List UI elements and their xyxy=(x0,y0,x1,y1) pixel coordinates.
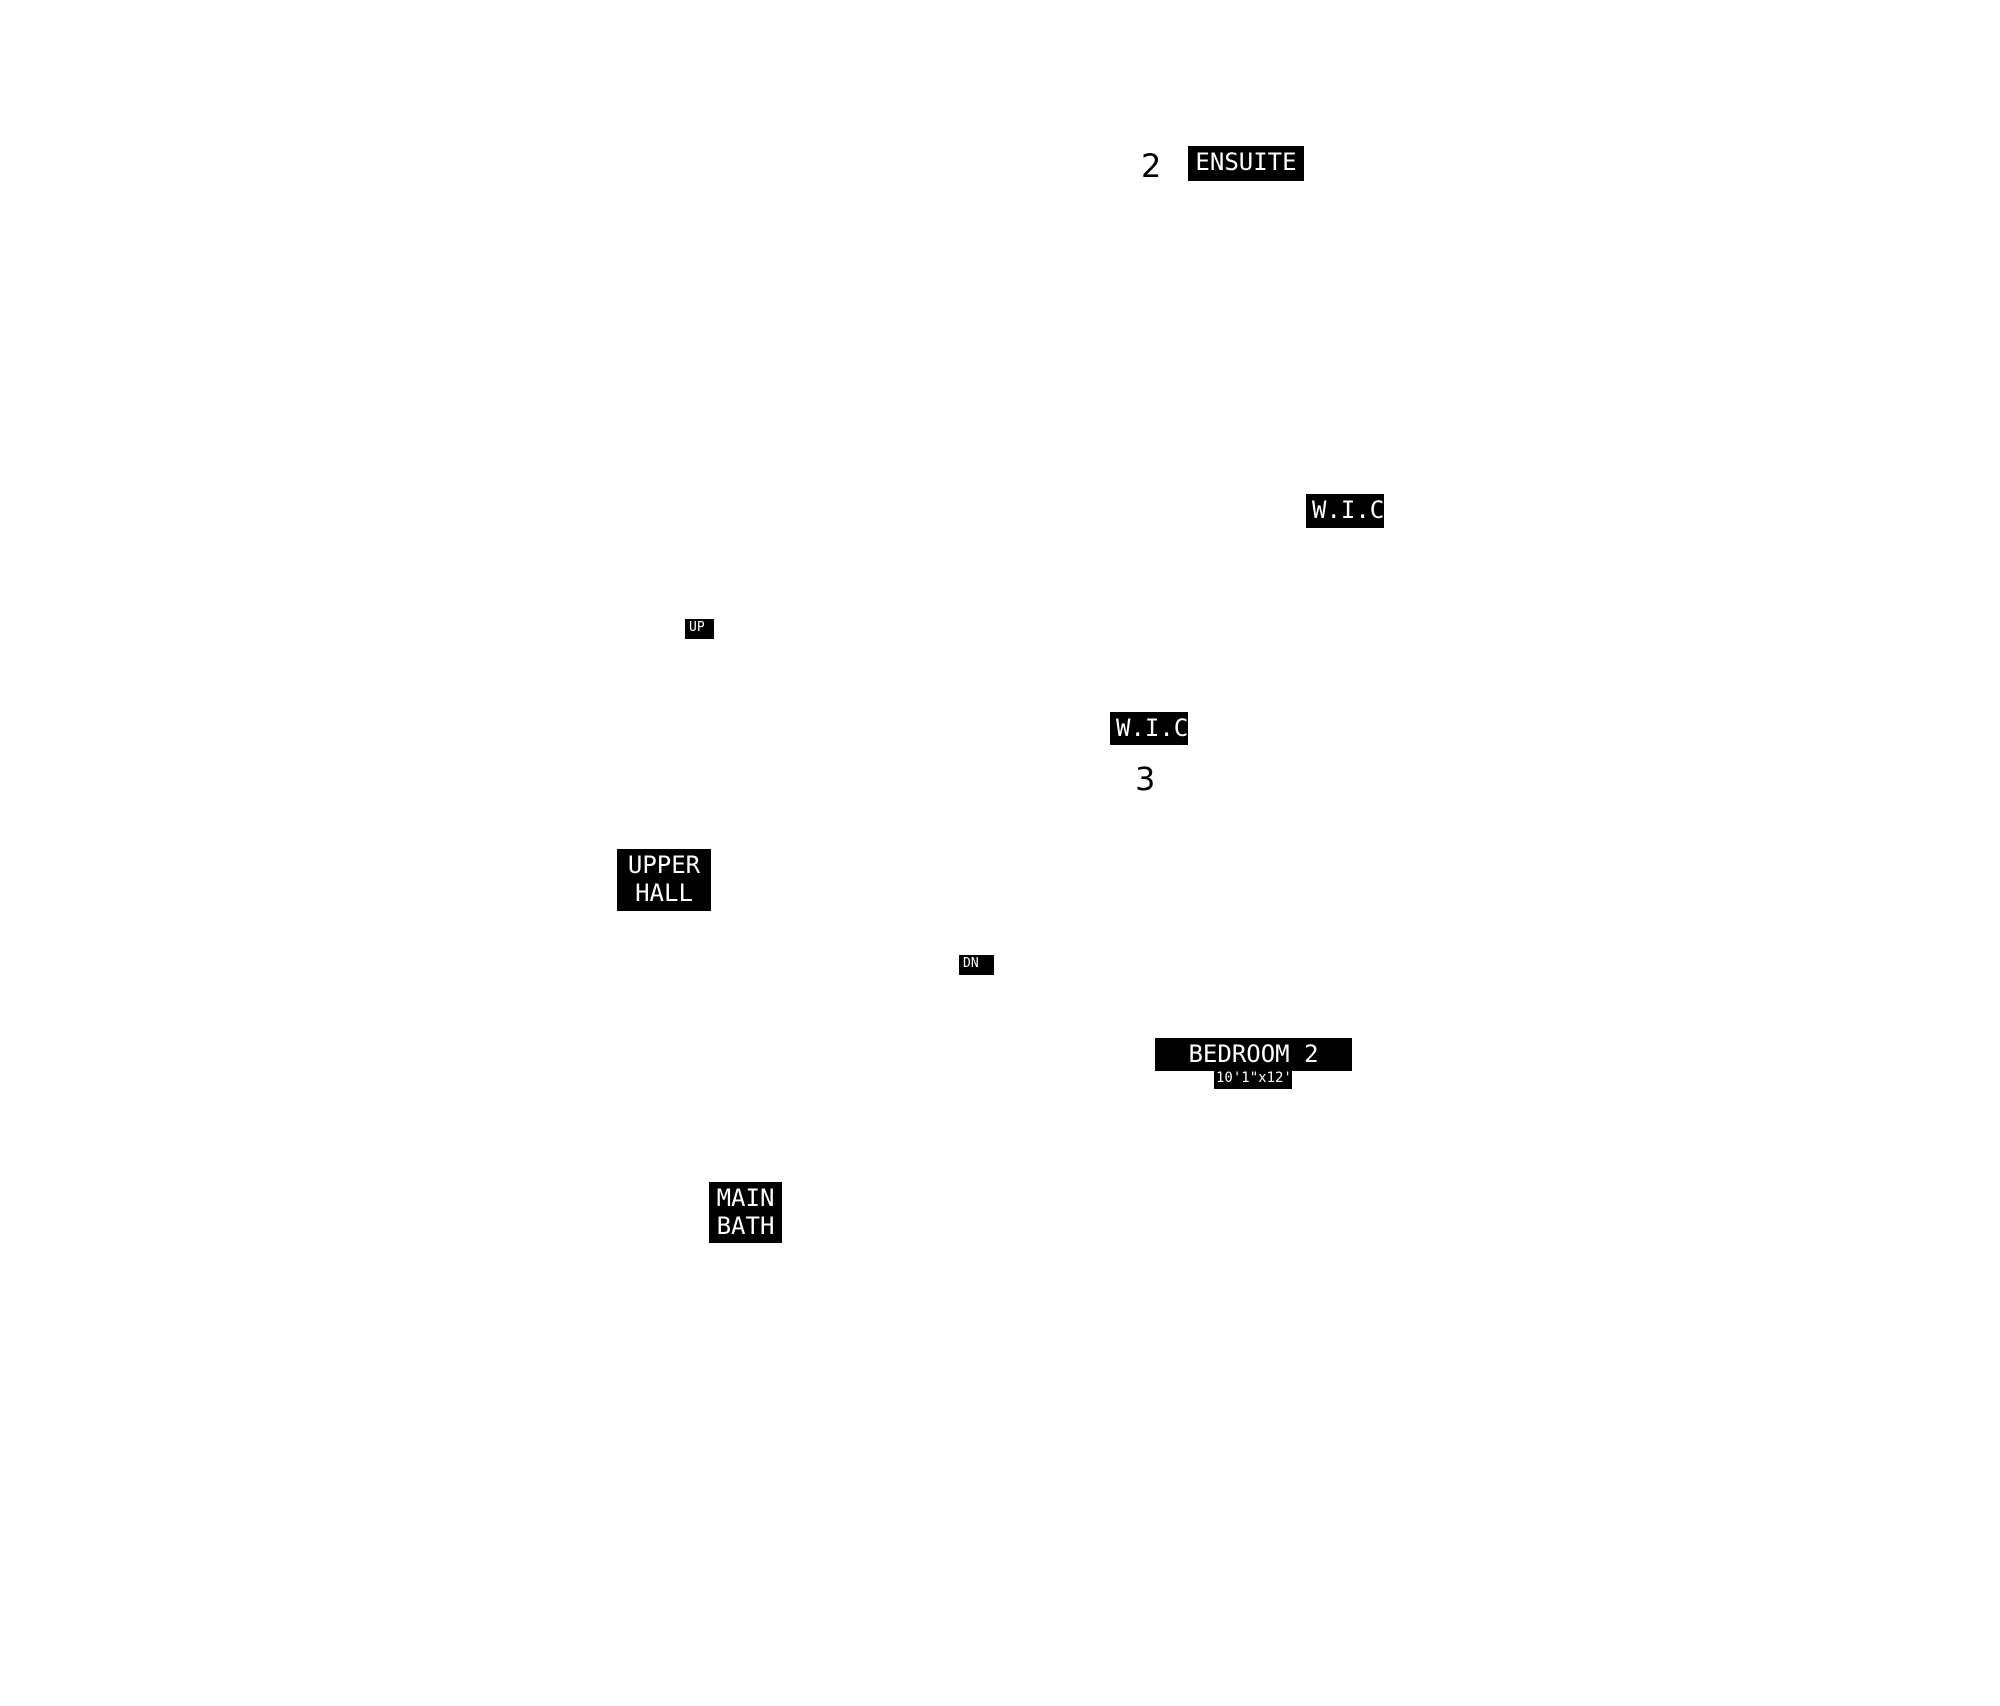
room-number-3: 3 xyxy=(1135,760,1156,798)
stairs-down-label: DN xyxy=(959,955,994,975)
bedroom-2-dimensions: 10'1"x12'0" xyxy=(1214,1070,1309,1089)
wic-middle-label: W.I.C. xyxy=(1110,712,1203,745)
ensuite-label: ENSUITE xyxy=(1188,146,1304,181)
upper-hall-label: UPPER HALL xyxy=(617,849,711,911)
stairs-up-label: UP xyxy=(685,619,714,639)
room-number-2: 2 xyxy=(1141,147,1162,185)
bedroom-2-label: BEDROOM 2 xyxy=(1155,1038,1352,1071)
main-bath-label: MAIN BATH xyxy=(709,1182,782,1243)
wic-top-label: W.I.C. xyxy=(1306,494,1399,528)
